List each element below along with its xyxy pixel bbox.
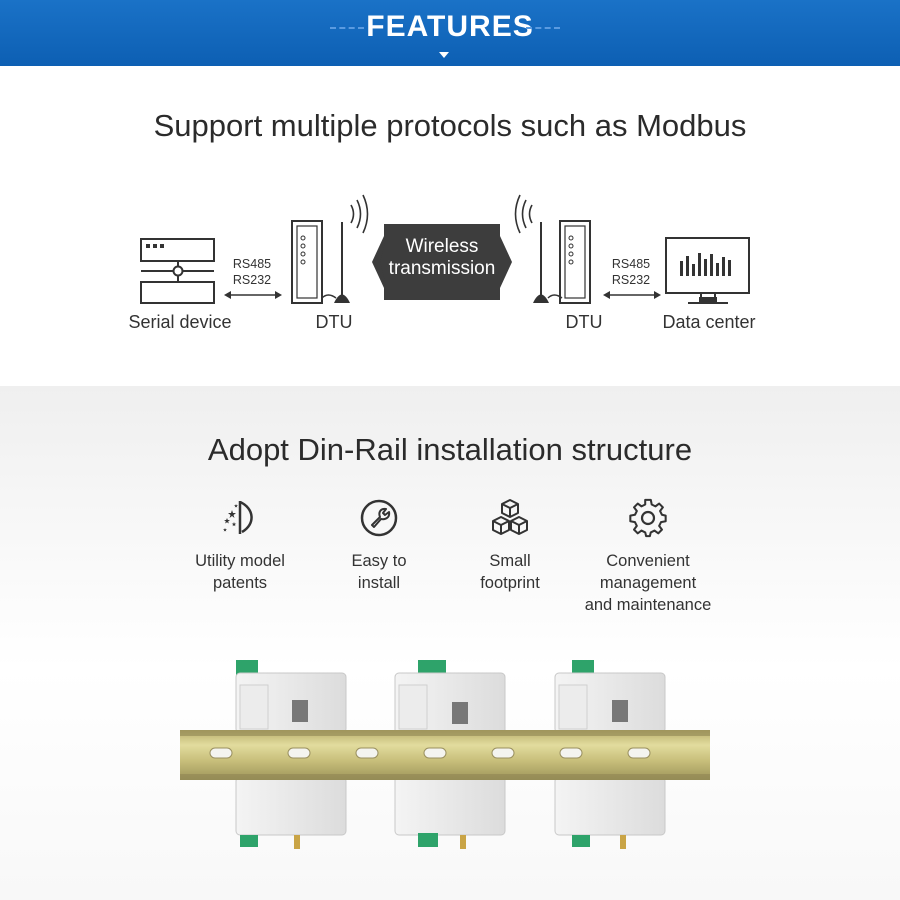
- serial-device-icon: [140, 238, 215, 304]
- dtu-module-2: [394, 660, 506, 849]
- dtu-module-1: [235, 660, 347, 849]
- interface-right-line2: RS232: [611, 273, 651, 287]
- feature-small-footprint: Small footprint: [430, 498, 590, 594]
- feature-maintenance-line1: Convenient: [606, 552, 690, 570]
- banner-title: FEATURES: [366, 10, 534, 43]
- feature-maintenance-line2: management: [599, 574, 697, 592]
- interface-left-line2: RS232: [232, 273, 272, 287]
- interface-label-left: RS485 RS232: [226, 256, 278, 288]
- din-rail-title: Adopt Din-Rail installation structure: [207, 432, 693, 467]
- interface-label-right: RS485 RS232: [605, 256, 657, 288]
- feature-easy-install-line1: Easy to: [351, 552, 407, 570]
- interface-left-line1: RS485: [232, 257, 272, 271]
- feature-maintenance-line3: and maintenance: [584, 596, 712, 614]
- data-center-label: Data center: [662, 312, 756, 332]
- feature-small-footprint-line2: footprint: [480, 574, 540, 592]
- double-arrow-right-icon: [603, 291, 661, 299]
- banner-dash-left: [330, 27, 364, 29]
- feature-easy-install-line2: install: [357, 574, 401, 592]
- patent-icon: [223, 500, 253, 534]
- feature-small-footprint-line1: Small: [489, 552, 531, 570]
- data-center-icon: [665, 237, 750, 304]
- protocols-title: Support multiple protocols such as Modbu…: [153, 108, 747, 143]
- feature-easy-install: Easy to install: [299, 498, 459, 594]
- protocol-diagram: [140, 194, 750, 304]
- banner-dash-right: [526, 27, 560, 29]
- wireless-line2: transmission: [388, 258, 496, 279]
- serial-device-label: Serial device: [128, 312, 232, 332]
- feature-patents-line1: Utility model: [195, 552, 285, 570]
- caret-down-icon: [439, 52, 449, 58]
- gear-icon: [629, 498, 667, 538]
- din-rail: [180, 730, 710, 780]
- feature-patents-line2: patents: [212, 574, 268, 592]
- dtu-right-icon: [514, 194, 591, 304]
- double-arrow-left-icon: [224, 291, 282, 299]
- din-rail-product-image: [180, 660, 710, 849]
- dtu-module-3: [554, 660, 666, 849]
- wireless-label: Wireless transmission: [384, 236, 500, 280]
- wrench-icon: [360, 499, 398, 537]
- feature-maintenance: Convenient management and maintenance: [568, 498, 728, 616]
- wireless-arrow-icon: [372, 224, 512, 300]
- dtu-left-icon: [291, 194, 369, 304]
- feature-patents: Utility model patents: [160, 498, 320, 594]
- wireless-line1: Wireless: [405, 236, 479, 257]
- interface-right-line1: RS485: [611, 257, 651, 271]
- features-banner: FEATURES: [0, 0, 900, 66]
- dtu-left-label: DTU: [315, 312, 353, 332]
- cubes-icon: [492, 499, 528, 535]
- dtu-right-label: DTU: [565, 312, 603, 332]
